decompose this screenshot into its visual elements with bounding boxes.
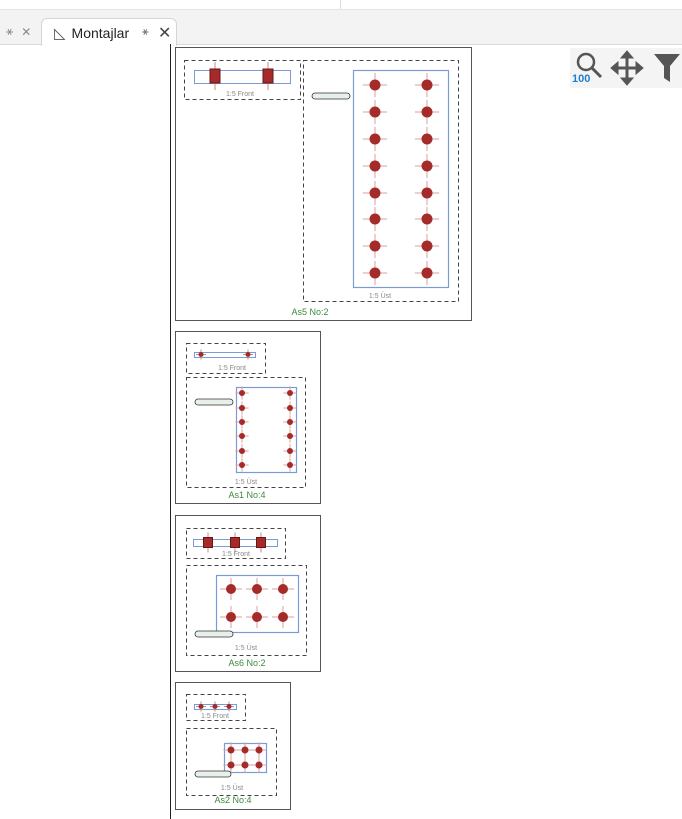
bolt-hole (226, 584, 236, 594)
ruler-triangle-icon: ◺ (54, 24, 66, 42)
bolt-hole (252, 612, 262, 622)
bolt-hole (369, 213, 381, 225)
part-mark-tag (194, 630, 234, 638)
bolt-hole (421, 133, 433, 145)
close-icon[interactable]: ✕ (158, 24, 172, 42)
front-view-frame (184, 60, 301, 100)
front-view-label: 1:5 Front (218, 365, 246, 372)
front-view-label: 1:5 Front (222, 551, 250, 558)
bolt-hole (252, 584, 262, 594)
bolt-hole (278, 584, 288, 594)
bolt-hole (369, 187, 381, 199)
bolt-hole (239, 419, 245, 425)
base-plate (235, 386, 298, 474)
bolt-hole (369, 160, 381, 172)
bolt-part (212, 704, 218, 709)
top-view-label: 1:5 Üst (235, 478, 257, 486)
pin-icon[interactable]: ⚹ (6, 24, 14, 38)
bolt-hole (255, 746, 263, 754)
bolt-hole (227, 761, 235, 769)
bolt-hole (287, 390, 293, 396)
top-view-label: 1:5 Üst (221, 784, 243, 792)
bolt-hole (421, 187, 433, 199)
top-view-frame (186, 377, 306, 488)
front-view-label: 1:5 Front (226, 91, 254, 98)
bolt-hole (421, 106, 433, 118)
filter-icon[interactable] (654, 54, 680, 82)
bolt-hole (255, 761, 263, 769)
bolt-part (230, 537, 240, 548)
bolt-hole (239, 448, 245, 454)
top-view-label: 1:5 Üst (235, 644, 257, 652)
front-view-frame (186, 528, 286, 559)
bolt-hole (421, 213, 433, 225)
part-mark-tag (194, 770, 232, 778)
bolt-hole (421, 267, 433, 279)
bolt-part (209, 68, 221, 84)
top-view-frame (303, 60, 459, 302)
top-view-label: 1:5 Üst (369, 292, 391, 300)
bolt-hole (369, 133, 381, 145)
bolt-hole (287, 405, 293, 411)
front-plate (194, 352, 256, 358)
bolt-hole (369, 240, 381, 252)
pan-icon[interactable] (610, 50, 644, 86)
bolt-hole (287, 448, 293, 454)
bolt-part (226, 704, 232, 709)
top-view-frame (186, 728, 277, 796)
bolt-part (262, 68, 274, 84)
front-view-frame (186, 343, 266, 374)
bolt-hole (287, 462, 293, 468)
bolt-hole (287, 419, 293, 425)
bolt-hole (421, 240, 433, 252)
front-plate (194, 70, 291, 84)
bolt-hole (239, 390, 245, 396)
bolt-hole (239, 462, 245, 468)
close-icon[interactable]: ✕ (21, 24, 32, 39)
tab-previous[interactable]: ⚹ ✕ (6, 24, 31, 39)
bolt-hole (287, 433, 293, 439)
bolt-hole (241, 761, 249, 769)
assembly-title: As5 No:2 (291, 307, 328, 317)
base-plate (352, 69, 450, 289)
bolt-hole (239, 433, 245, 439)
bolt-hole (369, 267, 381, 279)
bolt-hole (369, 106, 381, 118)
top-view-frame (186, 565, 307, 656)
bolt-part (198, 704, 204, 709)
front-view-label: 1:5 Front (201, 713, 229, 720)
zoom-icon[interactable]: 100 (572, 52, 603, 85)
bolt-hole (369, 79, 381, 91)
bolt-hole (227, 746, 235, 754)
view-toolbar: 100 (570, 48, 682, 88)
zoom-level: 100 (572, 73, 590, 85)
pin-icon[interactable]: ⚹ (142, 26, 149, 38)
bolt-part (256, 537, 266, 548)
assembly-title: As6 No:2 (228, 658, 265, 668)
divider (170, 44, 171, 819)
bolt-hole (278, 612, 288, 622)
top-bar (0, 0, 682, 10)
bolt-hole (226, 612, 236, 622)
bolt-hole (239, 405, 245, 411)
bolt-part (203, 537, 213, 548)
divider (340, 0, 341, 9)
bolt-hole (241, 746, 249, 754)
bolt-part (245, 352, 251, 357)
part-mark-tag (194, 398, 234, 406)
front-view-frame (186, 694, 246, 721)
part-mark-tag (311, 92, 351, 100)
bolt-part (198, 352, 204, 357)
assembly-title: As2 No:4 (214, 795, 251, 805)
tab-label: Montajlar (71, 24, 130, 41)
tab-montajlar[interactable]: ◺ Montajlar ⚹ ✕ (41, 18, 177, 46)
bolt-hole (421, 160, 433, 172)
bolt-hole (421, 79, 433, 91)
assembly-title: As1 No:4 (228, 490, 265, 500)
